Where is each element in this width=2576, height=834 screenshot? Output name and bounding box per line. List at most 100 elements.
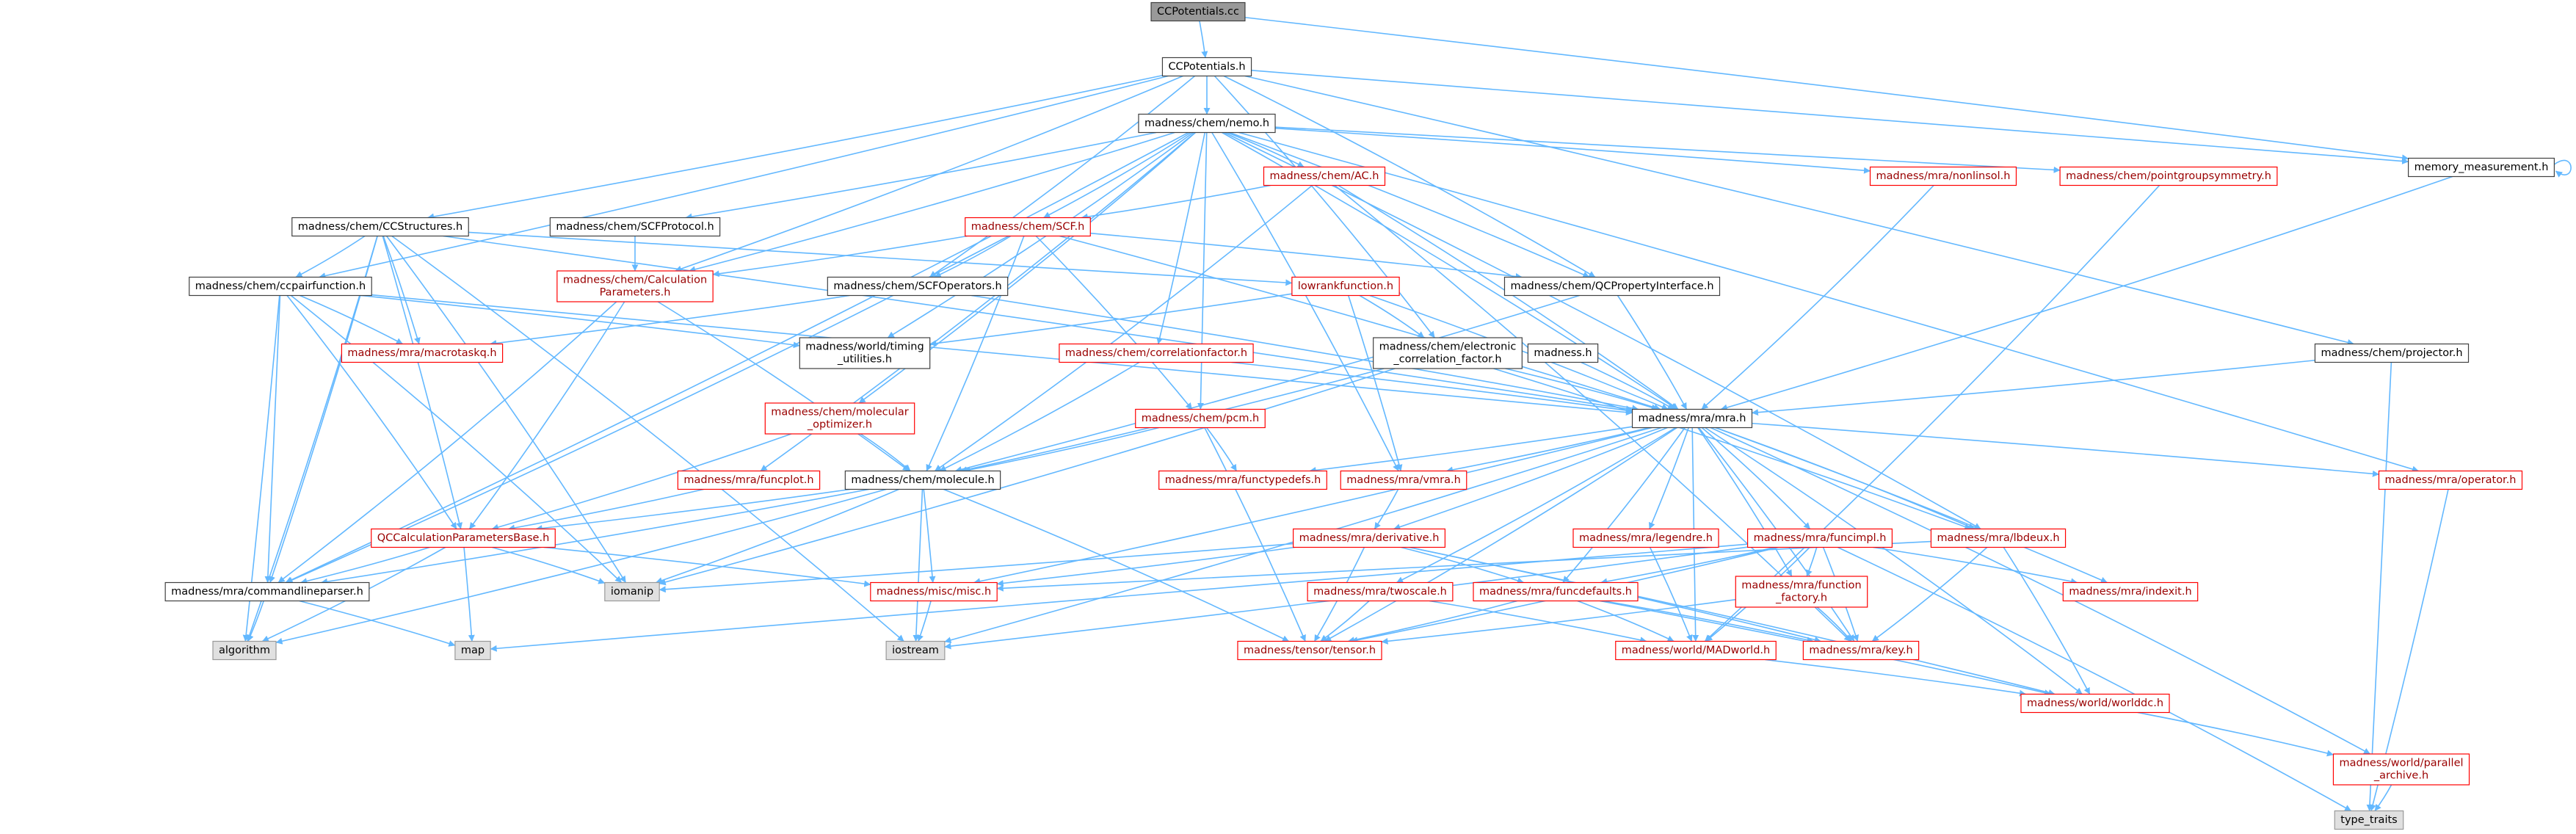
edge-scf-qcprop <box>1090 232 1523 280</box>
node-box <box>1138 113 1276 134</box>
node-box <box>677 470 821 490</box>
node-box <box>1373 337 1523 369</box>
edge-funcdefaults-madworld <box>1577 600 1675 642</box>
edge-ccs-ccpf <box>295 235 366 278</box>
node-label: iomanip <box>611 586 653 598</box>
node-nemo[interactable]: madness/chem/nemo.h <box>1138 113 1276 134</box>
node-madh[interactable]: madness.h <box>1527 343 1599 363</box>
node-ecorr[interactable]: madness/chem/electronic_correlation_fact… <box>1373 337 1523 369</box>
node-cc[interactable]: CCPotentials.cc <box>1150 1 1246 22</box>
node-indexit[interactable]: madness/mra/indexit.h <box>2062 581 2199 602</box>
node-label: algorithm <box>219 645 270 656</box>
node-label: madness/mra/key.h <box>1809 645 1912 656</box>
node-label: madness/mra/legendre.h <box>1579 532 1713 544</box>
node-label: madness/chem/Calculation <box>563 275 707 286</box>
node-funcdefaults[interactable]: madness/mra/funcdefaults.h <box>1473 581 1639 602</box>
node-iomanip[interactable]: iomanip <box>604 581 660 602</box>
node-molecule[interactable]: madness/chem/molecule.h <box>844 470 1001 490</box>
node-derivative[interactable]: madness/mra/derivative.h <box>1293 528 1445 548</box>
node-box <box>1340 470 1467 490</box>
node-label: madness/mra/functypedefs.h <box>1165 474 1321 486</box>
edge-derivative-iomanip <box>658 543 1294 593</box>
node-corrf[interactable]: madness/chem/correlationfactor.h <box>1059 343 1254 363</box>
edge-legendre-madworld <box>1649 547 1693 642</box>
edge-cc-memm <box>1244 16 2409 162</box>
node-pcm[interactable]: madness/chem/pcm.h <box>1135 408 1266 429</box>
node-calcp[interactable]: madness/chem/CalculationParameters.h <box>556 270 714 302</box>
node-box <box>2314 343 2470 363</box>
node-label: madness/mra/mra.h <box>1639 413 1746 424</box>
edge-ac-scf <box>1081 184 1271 220</box>
node-label: madness/misc/misc.h <box>877 586 991 598</box>
edge-scfop-mra <box>971 294 1639 412</box>
node-lowrank[interactable]: lowrankfunction.h <box>1291 276 1400 297</box>
edge-nemo-qcprop <box>1229 131 1590 278</box>
node-map[interactable]: map <box>454 640 491 661</box>
node-mra[interactable]: madness/mra/mra.h <box>1631 408 1753 429</box>
node-vmra[interactable]: madness/mra/vmra.h <box>1340 470 1467 490</box>
node-box <box>1802 640 1920 661</box>
edge-molecule-tensor <box>943 488 1290 642</box>
node-tensor[interactable]: madness/tensor/tensor.h <box>1237 640 1382 661</box>
node-typetraits[interactable]: type_traits <box>2334 810 2404 830</box>
node-label: madness/tensor/tensor.h <box>1244 645 1376 656</box>
node-scf[interactable]: madness/chem/SCF.h <box>965 217 1091 237</box>
edge-misc-iostream <box>917 601 932 642</box>
node-molopt[interactable]: madness/chem/molecular_optimizer.h <box>764 402 915 435</box>
node-algorithm[interactable]: algorithm <box>212 640 277 661</box>
node-label: madness/mra/twoscale.h <box>1313 586 1447 598</box>
node-ch[interactable]: CCPotentials.h <box>1161 57 1252 77</box>
node-twoscale[interactable]: madness/mra/twoscale.h <box>1307 581 1454 602</box>
node-nonlinsol[interactable]: madness/mra/nonlinsol.h <box>1869 166 2017 186</box>
edge-proj-mra <box>1752 359 2315 416</box>
node-qcprop[interactable]: madness/chem/QCPropertyInterface.h <box>1503 276 1721 297</box>
node-legendre[interactable]: madness/mra/legendre.h <box>1572 528 1719 548</box>
edge-ch-ccpf <box>319 75 1169 280</box>
node-ccpf[interactable]: madness/chem/ccpairfunction.h <box>189 276 372 297</box>
node-memm[interactable]: memory_measurement.h <box>2408 157 2555 178</box>
edge-layer <box>242 16 2572 812</box>
node-label: madness/chem/electronic <box>1379 341 1517 353</box>
edge-pcm-functypedefs <box>1205 427 1238 471</box>
edge-ccs-mra <box>443 235 1633 413</box>
node-funcfactory[interactable]: madness/mra/function_factory.h <box>1735 576 1868 608</box>
edge-madworld-worlddc <box>1765 659 2027 697</box>
node-misc[interactable]: madness/misc/misc.h <box>870 581 998 602</box>
node-proj[interactable]: madness/chem/projector.h <box>2314 343 2470 363</box>
edge-nemo-calcp <box>689 131 1175 273</box>
edge-memm-mra <box>1720 175 2453 411</box>
node-label: madness/chem/pcm.h <box>1142 413 1260 424</box>
node-funcimpl[interactable]: madness/mra/funcimpl.h <box>1746 528 1893 548</box>
node-key[interactable]: madness/mra/key.h <box>1802 640 1920 661</box>
node-box <box>764 402 915 435</box>
node-scfp[interactable]: madness/chem/SCFProtocol.h <box>549 217 721 237</box>
node-macrotask[interactable]: madness/mra/macrotaskq.h <box>341 343 504 363</box>
node-label: _optimizer.h <box>807 419 872 431</box>
edge-proj-typetraits <box>2366 362 2392 811</box>
node-pgs[interactable]: madness/chem/pointgroupsymmetry.h <box>2059 166 2278 186</box>
node-parallel[interactable]: madness/world/parallel_archive.h <box>2332 753 2470 786</box>
edge-nonlinsol-mra <box>1701 184 1934 410</box>
node-box <box>1158 470 1327 490</box>
node-operator[interactable]: madness/mra/operator.h <box>2378 470 2523 490</box>
node-iostream[interactable]: iostream <box>885 640 946 661</box>
node-box <box>556 270 714 302</box>
node-ac[interactable]: madness/chem/AC.h <box>1263 166 1386 186</box>
edge-mra-funcimpl <box>1701 427 1811 530</box>
node-box <box>2062 581 2199 602</box>
edge-lowrank-mra <box>1369 294 1669 410</box>
node-cmdline[interactable]: madness/mra/commandlineparser.h <box>164 581 370 602</box>
edge-mra-vmra <box>1446 427 1650 474</box>
node-functypedefs[interactable]: madness/mra/functypedefs.h <box>1158 470 1327 490</box>
node-madworld[interactable]: madness/world/MADworld.h <box>1615 640 1777 661</box>
node-scfop[interactable]: madness/chem/SCFOperators.h <box>827 276 1009 297</box>
node-qccpb[interactable]: QCCalculationParametersBase.h <box>371 528 556 548</box>
node-box <box>1615 640 1777 661</box>
node-funcplot[interactable]: madness/mra/funcplot.h <box>677 470 821 490</box>
node-ccs[interactable]: madness/chem/CCStructures.h <box>291 217 469 237</box>
node-box <box>2059 166 2278 186</box>
node-lbdeux[interactable]: madness/mra/lbdeux.h <box>1930 528 2067 548</box>
node-worlddc[interactable]: madness/world/worlddc.h <box>2020 693 2170 714</box>
node-timing[interactable]: madness/world/timing_utilities.h <box>799 337 931 369</box>
